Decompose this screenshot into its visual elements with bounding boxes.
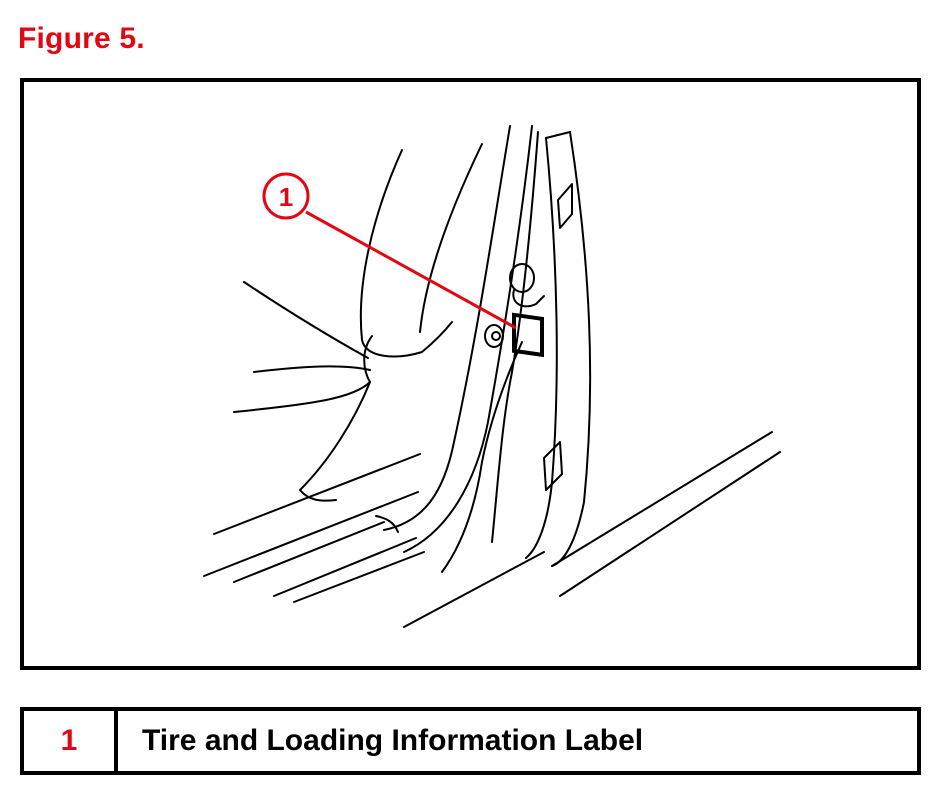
door-bottom-line <box>559 451 781 597</box>
figure-title: Figure 5. <box>18 22 145 55</box>
sill-line-4 <box>273 537 417 597</box>
striker-slot-lower <box>543 441 563 491</box>
legend-table: 1 Tire and Loading Information Label <box>20 707 921 775</box>
sill-line-2 <box>203 491 419 577</box>
tire-information-label <box>512 312 544 358</box>
pillar-left-edge <box>383 125 511 531</box>
diagram-frame: 1 <box>20 78 921 670</box>
pillar-right-edge <box>491 131 539 543</box>
seat-outline <box>359 149 453 358</box>
legend-number: 1 <box>24 711 118 771</box>
sill-line-3 <box>233 521 385 583</box>
pillar-mid-edge <box>403 125 533 553</box>
door-top-notch <box>545 131 571 139</box>
door-edge-outer <box>551 131 592 567</box>
seat-arm-line <box>243 281 369 359</box>
door-pillar-illustration: 1 <box>203 125 781 628</box>
striker-slot-upper <box>557 183 573 229</box>
sill-line-6 <box>403 551 545 628</box>
pillar-edge-step <box>375 515 399 533</box>
callout-circle <box>262 172 310 220</box>
seat-cushion-lower <box>253 365 371 373</box>
door-face-line <box>551 431 773 567</box>
callout-leader-line <box>305 210 517 330</box>
legend-label: Tire and Loading Information Label <box>142 724 644 757</box>
striker-hook <box>512 289 545 308</box>
callout-number: 1 <box>279 182 293 212</box>
striker-hook-ring <box>509 263 535 293</box>
sill-line-5 <box>293 551 425 603</box>
sill-line-1 <box>213 453 421 535</box>
seat-cushion-curve <box>233 335 373 413</box>
seat-inner-line <box>419 143 483 333</box>
pillar-inner-curve <box>441 341 523 573</box>
pillar-bolt <box>484 324 504 348</box>
seat-base-curve <box>299 381 371 502</box>
door-edge-inner <box>525 137 558 559</box>
